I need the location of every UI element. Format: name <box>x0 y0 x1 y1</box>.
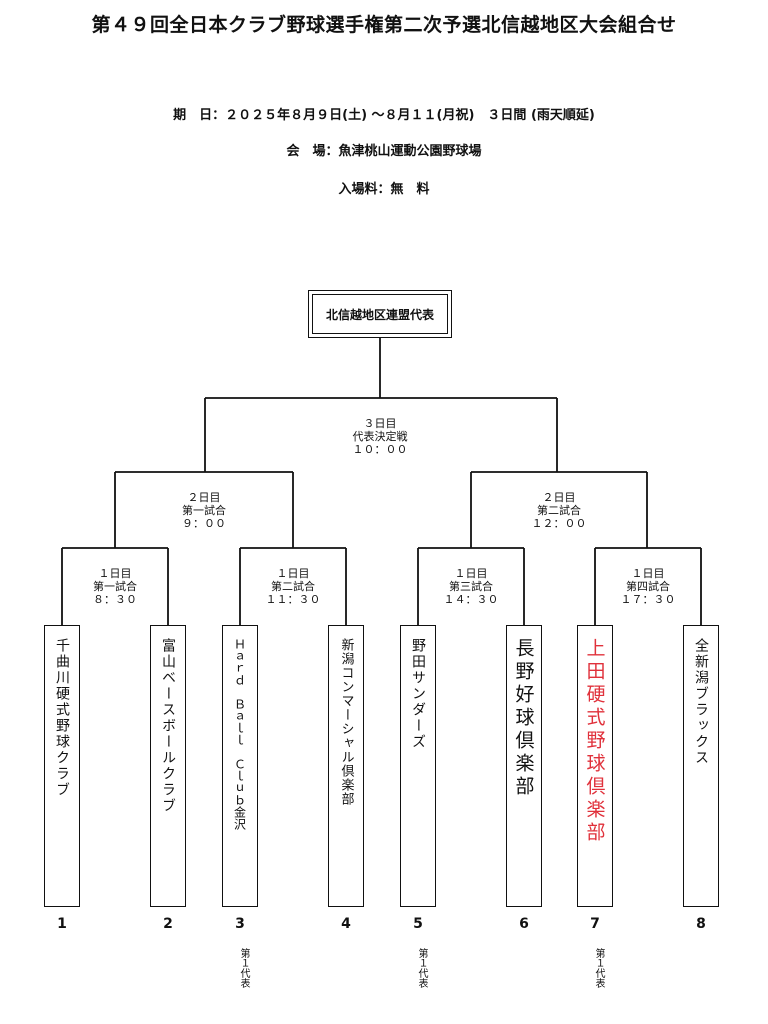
match-time: １４：３０ <box>443 593 499 606</box>
page-title: 第４９回全日本クラブ野球選手権第二次予選北信越地区大会組合せ <box>91 14 677 36</box>
match-time: ９：００ <box>182 517 226 530</box>
first-match-label-2: １日目 第二試合 １１：３０ <box>233 567 353 606</box>
team-box-2: 富山ベースボールクラブ <box>150 625 186 907</box>
representative-note-3: 第１代表 <box>238 948 249 988</box>
representative-note-7: 第１代表 <box>593 948 604 988</box>
team-box-5: 野田サンダーズ <box>400 625 436 907</box>
team-box-8: 全新潟ブラックス <box>683 625 719 907</box>
team-name: 野田サンダーズ <box>410 638 426 750</box>
team-name: 全新潟ブラックス <box>693 638 709 766</box>
team-name: 富山ベースボールクラブ <box>160 638 176 814</box>
team-number-2: 2 <box>163 916 173 932</box>
match-day: １日目 <box>454 567 488 580</box>
match-time: １１：３０ <box>265 593 321 606</box>
team-number-6: 6 <box>519 916 529 932</box>
team-name: 千曲川硬式野球クラブ <box>54 638 70 798</box>
admission-fee: 入場料：無 料 <box>338 182 430 197</box>
match-day: １日目 <box>631 567 665 580</box>
match-day: ２日目 <box>187 491 221 504</box>
match-time: ８：３０ <box>93 593 137 606</box>
match-day: ２日目 <box>542 491 576 504</box>
champion-label: 北信越地区連盟代表 <box>325 307 434 322</box>
match-name: 第二試合 <box>537 504 581 517</box>
semi-match-label-2: ２日目 第二試合 １２：００ <box>499 491 619 530</box>
team-box-7: 上田硬式野球倶楽部 <box>577 625 613 907</box>
team-name: Ｈａｒｄ Ｂａｌｌ Ｃｌｕｂ金沢 <box>232 638 247 830</box>
semi-match-label-1: ２日目 第一試合 ９：００ <box>144 491 264 530</box>
schedule-date: 期 日：２０２５年８月９日(土) ～８月１１(月祝) ３日間 (雨天順延) <box>173 108 595 123</box>
team-number-7: 7 <box>590 916 600 932</box>
match-name: 第二試合 <box>271 580 315 593</box>
match-time: １７：３０ <box>620 593 676 606</box>
match-time: １２：００ <box>531 517 587 530</box>
champion-box: 北信越地区連盟代表 <box>308 290 452 338</box>
first-match-label-3: １日目 第三試合 １４：３０ <box>411 567 531 606</box>
match-name: 第一試合 <box>182 504 226 517</box>
team-box-6: 長野好球倶楽部 <box>506 625 542 907</box>
team-name: 上田硬式野球倶楽部 <box>583 638 606 845</box>
team-number-4: 4 <box>341 916 351 932</box>
match-day: ３日目 <box>363 417 397 430</box>
team-name: 新潟コンマーシャル倶楽部 <box>338 638 354 806</box>
match-day: １日目 <box>276 567 310 580</box>
final-match-label: ３日目 代表決定戦 １０：００ <box>320 417 440 456</box>
match-name: 第四試合 <box>626 580 670 593</box>
team-box-1: 千曲川硬式野球クラブ <box>44 625 80 907</box>
team-number-5: 5 <box>413 916 423 932</box>
team-name: 長野好球倶楽部 <box>512 638 535 799</box>
match-name: 代表決定戦 <box>352 430 408 443</box>
team-box-4: 新潟コンマーシャル倶楽部 <box>328 625 364 907</box>
representative-note-5: 第１代表 <box>416 948 427 988</box>
match-name: 第一試合 <box>93 580 137 593</box>
team-number-1: 1 <box>57 916 67 932</box>
venue: 会 場：魚津桃山運動公園野球場 <box>286 144 482 159</box>
match-time: １０：００ <box>352 443 408 456</box>
team-box-3: Ｈａｒｄ Ｂａｌｌ Ｃｌｕｂ金沢 <box>222 625 258 907</box>
team-number-3: 3 <box>235 916 245 932</box>
match-name: 第三試合 <box>449 580 493 593</box>
first-match-label-1: １日目 第一試合 ８：３０ <box>55 567 175 606</box>
match-day: １日目 <box>98 567 132 580</box>
team-number-8: 8 <box>696 916 706 932</box>
first-match-label-4: １日目 第四試合 １７：３０ <box>588 567 708 606</box>
